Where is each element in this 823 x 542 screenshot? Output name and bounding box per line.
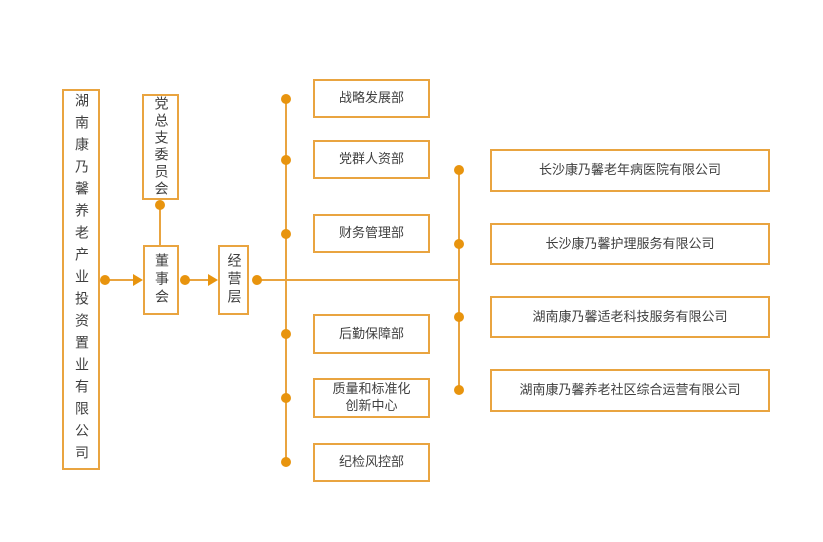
node-root-company: 湖南康乃馨养老产业投资置业有限公司 [62, 89, 100, 470]
connector-board-to-management [186, 279, 210, 281]
junction-dot [155, 200, 165, 210]
junction-dot-department [281, 155, 291, 165]
node-subsidiary-geriatric-hospital: 长沙康乃馨老年病医院有限公司 [490, 149, 770, 192]
junction-dot-department [281, 393, 291, 403]
junction-dot [252, 275, 262, 285]
junction-dot [100, 275, 110, 285]
connector-subsidiary-spine [458, 170, 460, 390]
junction-dot-subsidiary [454, 165, 464, 175]
node-department-strategy: 战略发展部 [313, 79, 430, 118]
junction-dot [180, 275, 190, 285]
junction-dot-department [281, 329, 291, 339]
junction-dot-subsidiary [454, 312, 464, 322]
subsidiary-label: 湖南康乃馨适老科技服务有限公司 [532, 309, 728, 325]
connector-root-to-board [104, 279, 134, 281]
node-department-party-hr: 党群人资部 [313, 140, 430, 179]
junction-dot-department [281, 457, 291, 467]
junction-dot-department [281, 94, 291, 104]
junction-dot-subsidiary [454, 239, 464, 249]
board-label: 董事会 [153, 253, 169, 307]
node-subsidiary-nursing-service: 长沙康乃馨护理服务有限公司 [490, 223, 770, 265]
arrowhead-into-board-icon [133, 274, 143, 286]
department-label: 纪检风控部 [338, 455, 404, 470]
junction-dot-department [281, 229, 291, 239]
management-label: 经营层 [225, 253, 242, 307]
root-company-label: 湖南康乃馨养老产业投资置业有限公司 [73, 92, 89, 467]
party-committee-label: 党总支委员会 [152, 96, 169, 198]
subsidiary-label: 长沙康乃馨老年病医院有限公司 [538, 163, 721, 178]
node-subsidiary-community-operation: 湖南康乃馨养老社区综合运营有限公司 [490, 369, 770, 412]
connector-party-to-board [159, 204, 161, 245]
department-label: 党群人资部 [338, 152, 404, 167]
department-label: 战略发展部 [338, 91, 404, 106]
department-label: 财务管理部 [338, 226, 404, 241]
department-label: 后勤保障部 [338, 326, 404, 342]
connector-management-trunk [257, 279, 460, 281]
node-department-logistics: 后勤保障部 [313, 314, 430, 354]
junction-dot-subsidiary [454, 385, 464, 395]
node-party-committee: 党总支委员会 [142, 94, 179, 200]
node-board: 董事会 [143, 245, 179, 315]
node-department-quality-innovation: 质量和标准化 创新中心 [313, 378, 430, 418]
subsidiary-label: 长沙康乃馨护理服务有限公司 [545, 236, 715, 252]
node-department-finance: 财务管理部 [313, 214, 430, 253]
node-subsidiary-elderly-tech: 湖南康乃馨适老科技服务有限公司 [490, 296, 770, 338]
arrowhead-into-management-icon [208, 274, 218, 286]
node-management: 经营层 [218, 245, 249, 315]
subsidiary-label: 湖南康乃馨养老社区综合运营有限公司 [519, 383, 741, 398]
connector-department-spine [285, 98, 287, 462]
department-label: 质量和标准化 创新中心 [332, 382, 411, 414]
node-department-discipline-risk: 纪检风控部 [313, 443, 430, 482]
